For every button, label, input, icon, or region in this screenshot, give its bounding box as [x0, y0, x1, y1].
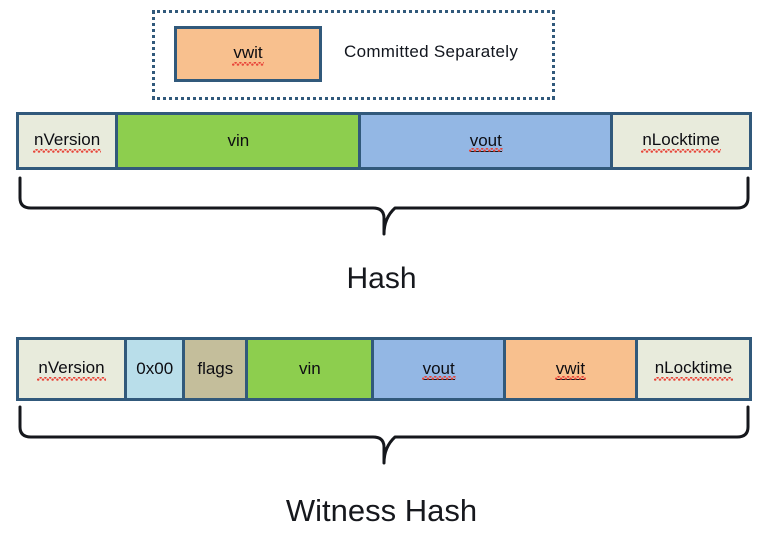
segwit-segment-label: vin: [298, 359, 321, 378]
legacy-hash-brace: [16, 176, 752, 236]
segwit-segment-label: nVersion: [37, 358, 106, 381]
legacy-segment-nlocktime: nLocktime: [613, 115, 749, 167]
segwit-segment-label: flags: [197, 359, 234, 378]
legacy-segment-vout: vout: [361, 115, 614, 167]
segwit-segment-label: 0x00: [136, 359, 174, 378]
segwit-segment-label: vout: [421, 358, 456, 380]
committed-separately-group: [152, 10, 555, 100]
legacy-transaction-bar: nVersion vin vout nLocktime: [16, 112, 752, 170]
legacy-segment-vin: vin: [118, 115, 362, 167]
segwit-segment-label: vwit: [554, 358, 587, 380]
segwit-segment-vwit: vwit: [505, 340, 638, 398]
segwit-segment-0x00: 0x00: [127, 340, 186, 398]
witness-hash-caption: Witness Hash: [285, 493, 478, 528]
legacy-segment-label: nVersion: [33, 130, 102, 153]
segwit-segment-vin: vin: [248, 340, 375, 398]
segwit-segment-flags: flags: [185, 340, 249, 398]
segwit-transaction-bar: nVersion 0x00 flags vin vout vwit nLocktime: [16, 337, 752, 401]
vwit-standalone-block: vwit: [174, 26, 322, 82]
legacy-segment-label: vin: [227, 131, 250, 150]
vwit-standalone-label: vwit: [232, 43, 264, 66]
legacy-segment-label: vout: [468, 130, 503, 152]
legacy-segment-nversion: nVersion: [19, 115, 119, 167]
segwit-segment-nversion: nVersion: [19, 340, 128, 398]
legacy-segment-label: nLocktime: [641, 130, 722, 153]
committed-separately-note: Committed Separately: [344, 42, 519, 61]
segwit-segment-label: nLocktime: [653, 358, 734, 381]
legacy-hash-caption: Hash: [346, 262, 417, 295]
segwit-segment-vout: vout: [374, 340, 506, 398]
witness-hash-brace: [16, 405, 752, 465]
segwit-segment-nlocktime: nLocktime: [637, 340, 749, 398]
